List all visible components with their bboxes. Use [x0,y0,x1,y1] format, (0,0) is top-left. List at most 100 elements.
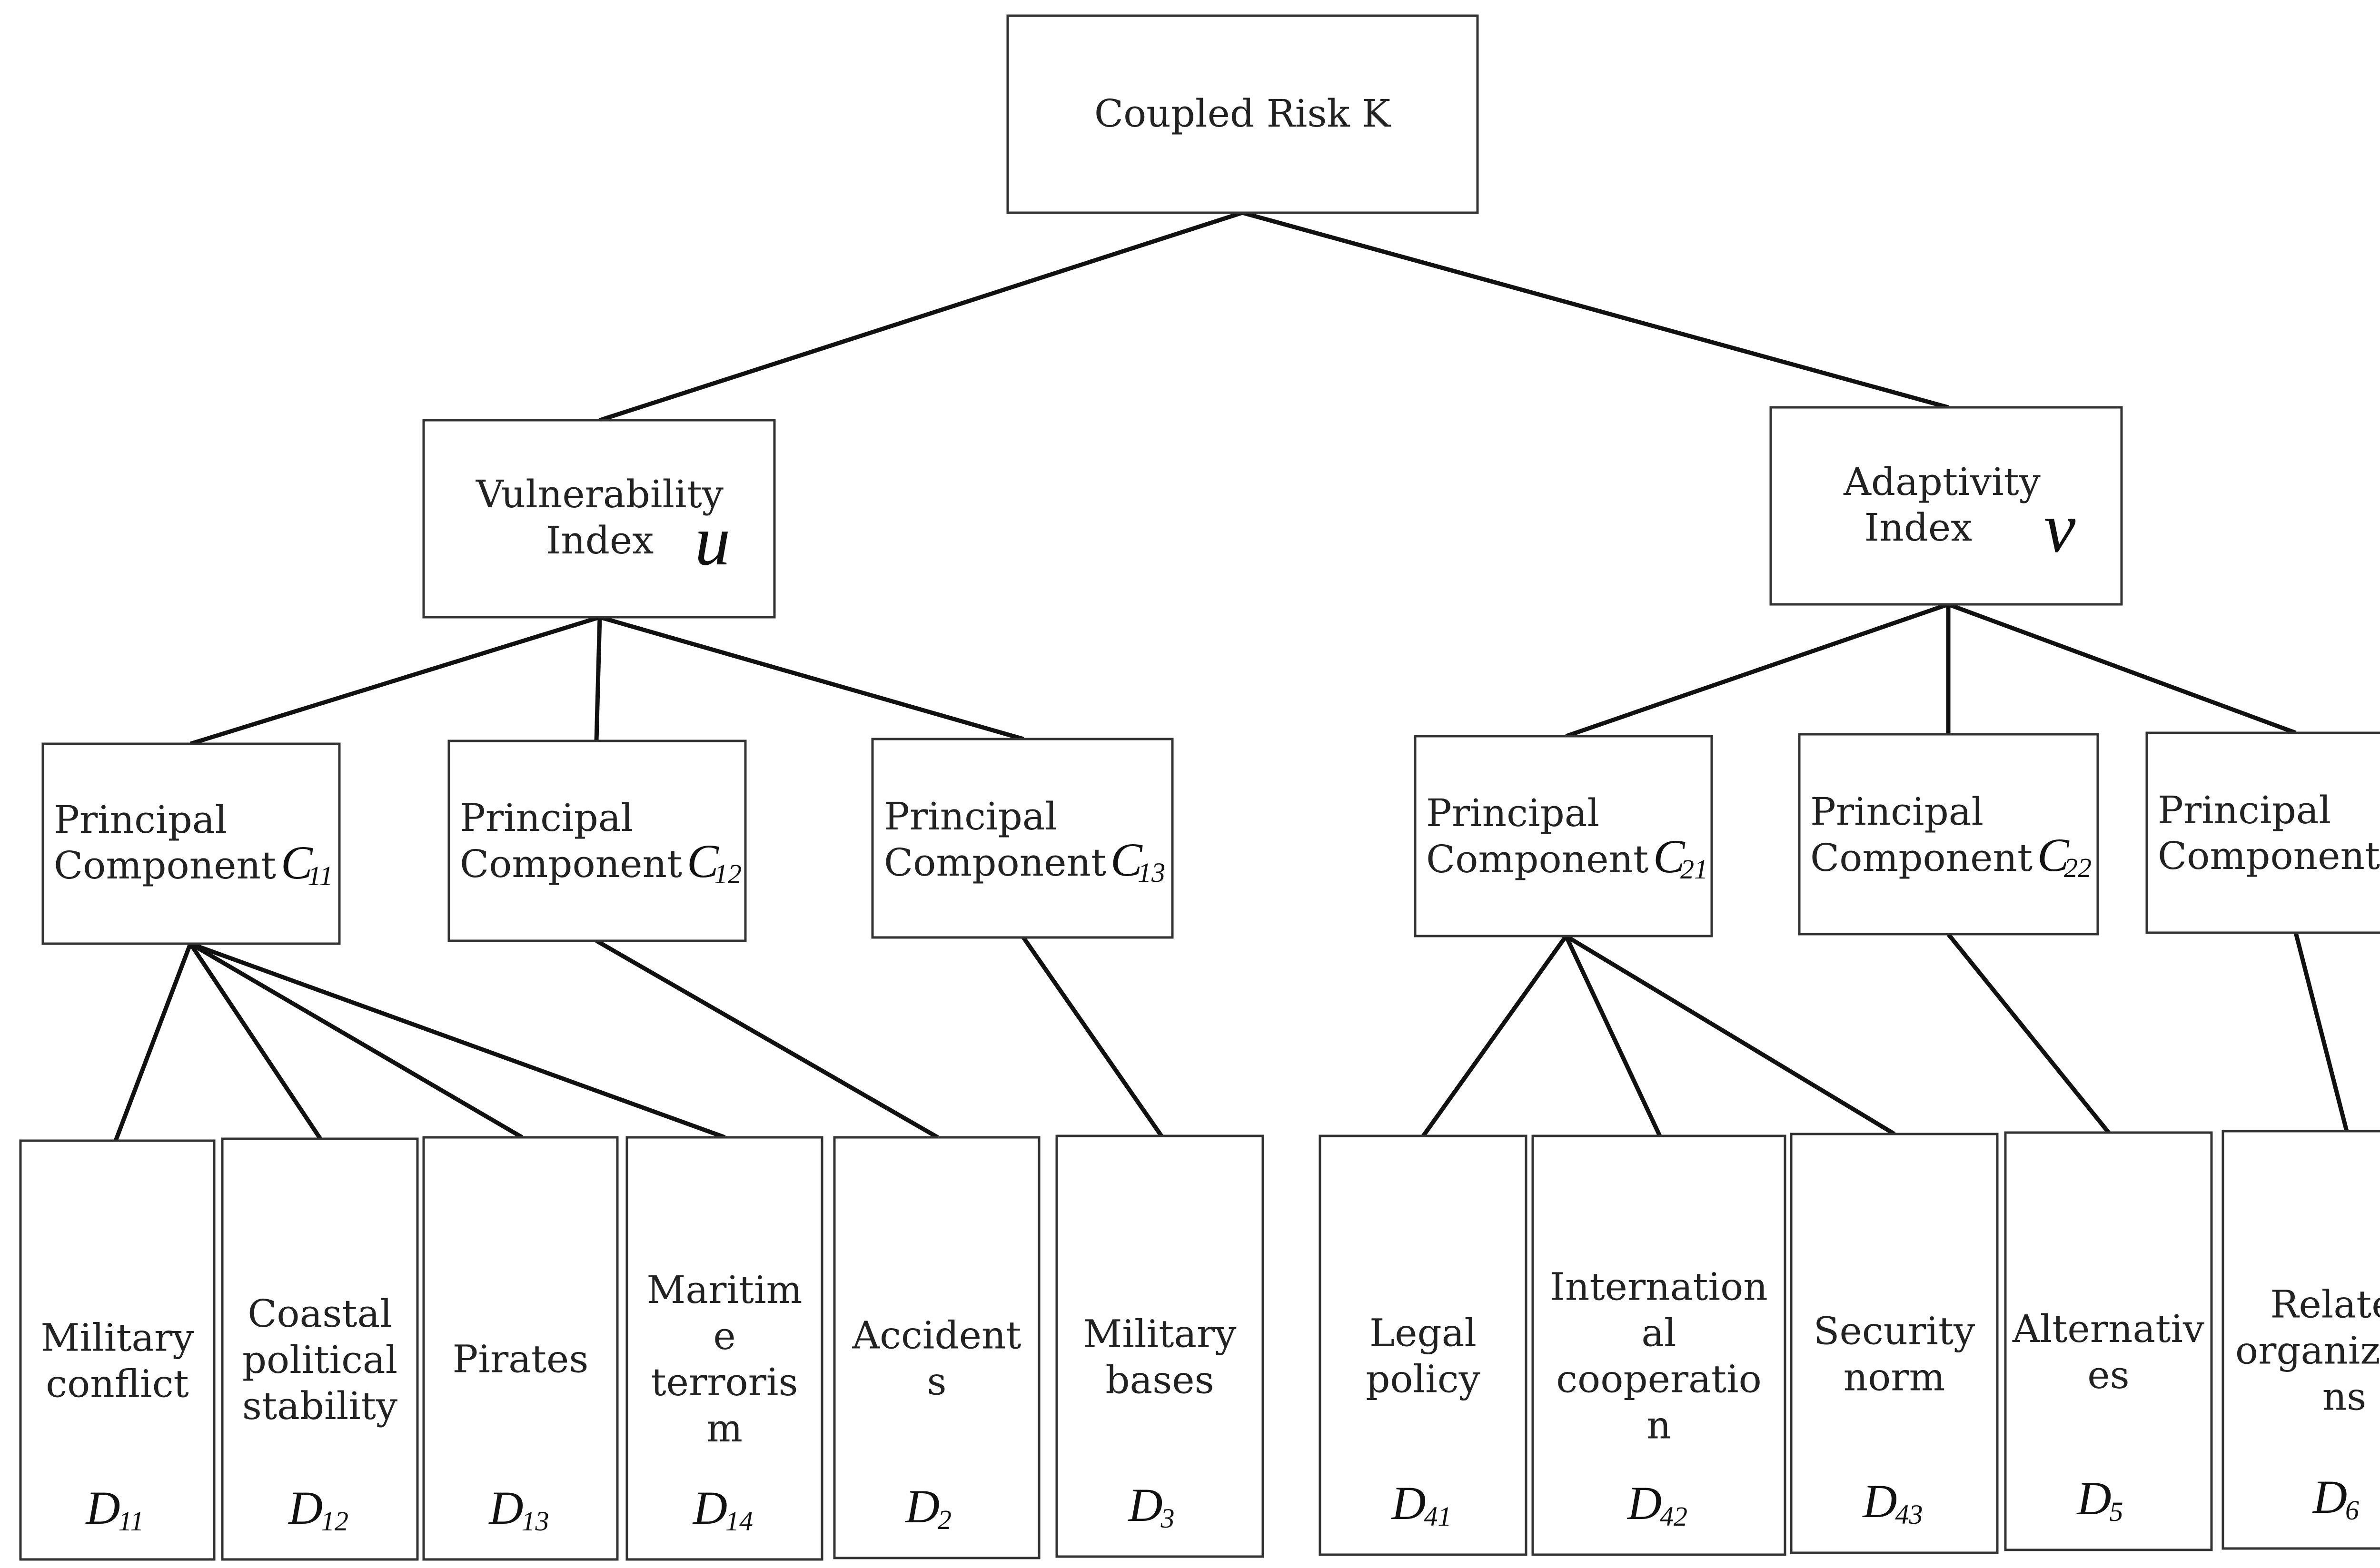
indicator-label-line: norm [1844,1355,1945,1400]
indicator-label-line: Military [41,1316,194,1360]
component-c12-symbol: C [687,835,719,888]
indicator-label-line: e [713,1314,735,1358]
component-c11-subscript: 11 [307,860,333,891]
edge-root-vulnerability [599,210,1243,423]
indicator-label-line: Military [1083,1312,1237,1356]
indicator-box [1790,1133,1999,1554]
indicator-symbol: D [2076,1472,2111,1525]
adaptivity-index-line2: Index [1864,505,1973,550]
indicator-label-line: terroris [651,1360,798,1404]
indicator-subscript: 12 [321,1506,348,1537]
indicator-symbol: D [1390,1477,1426,1529]
indicator-label-line: Related [2270,1282,2380,1326]
component-c21-symbol: C [1653,830,1686,883]
vulnerability-index-symbol: u [695,501,731,580]
indicator-box [2004,1131,2213,1551]
indicator-label-line: cooperatio [1556,1357,1762,1401]
indicator-label-line: Internation [1550,1265,1768,1309]
indicator-label-line: m [706,1406,743,1450]
indicator-symbol: D [904,1480,940,1533]
indicator-subscript: 14 [725,1506,753,1537]
edge-c11-d12 [188,942,322,1140]
component-c21: Principal Component C 21 [1414,735,1713,937]
component-c23: Principal Component C 23 [2145,731,2380,934]
edge-c11-d14 [189,941,726,1140]
component-c22-subscript: 22 [2064,852,2092,883]
edge-u-c11 [189,615,601,746]
indicator-subscript: 6 [2345,1495,2359,1526]
indicator-symbol: D [288,1481,323,1534]
component-c13-subscript: 13 [1138,857,1165,888]
indicator-row: MilitaryconflictD11Coastalpoliticalstabi… [19,1130,2380,1561]
indicator-label-line: al [1641,1311,1676,1355]
indicator-subscript: 2 [938,1504,952,1535]
component-c22-line1: Principal [1810,789,1983,834]
indicator-box [833,1136,1041,1559]
component-c13: Principal Component C 13 [871,738,1174,939]
indicator-label-line: policy [1366,1357,1480,1401]
edge-v-c21 [1565,602,1949,739]
indicator-box [2221,1130,2380,1550]
indicator-subscript: 11 [119,1506,144,1537]
edge-c11-d11 [113,943,193,1142]
indicator-symbol: D [2312,1470,2347,1523]
component-c22-symbol: C [2037,828,2070,881]
adaptivity-index-node: Adaptivity Index v [1769,406,2123,606]
component-c21-line1: Principal [1426,791,1599,835]
indicator-d6: RelatedorganizationsD6 [2221,1130,2380,1550]
edge-u-c13 [599,615,1024,741]
adaptivity-index-line1: Adaptivity [1843,460,2041,504]
component-c23-line1: Principal [2158,788,2331,832]
indicator-subscript: 41 [1424,1501,1452,1532]
root-label: Coupled Risk K [1094,91,1391,136]
indicator-subscript: 13 [522,1506,549,1537]
indicator-label-line: Maritim [646,1268,802,1312]
component-c11-symbol: C [281,836,313,889]
component-c13-line1: Principal [884,794,1057,838]
root-node: Coupled Risk K [1006,14,1479,214]
indicator-label-line: Accident [852,1313,1021,1358]
indicator-label-line: conflict [46,1362,188,1406]
indicator-label-line: stability [242,1384,397,1428]
component-c21-subscript: 21 [1680,854,1708,885]
component-c23-line2: Component [2158,834,2380,878]
edge-c12-d2 [595,939,939,1139]
component-c22-line2: Component [1810,836,2033,880]
vulnerability-index-line1: Vulnerability [476,472,724,516]
component-c12: Principal Component C 12 [447,740,747,942]
component-c11-line2: Component [54,843,276,888]
indicator-label-line: es [2087,1353,2129,1397]
indicator-label-line: bases [1105,1358,1214,1402]
edge-c21-d42 [1564,935,1662,1137]
indicator-box [221,1137,419,1561]
component-c22: Principal Component C 22 [1798,733,2099,936]
indicator-box [1055,1134,1264,1558]
component-c21-line2: Component [1426,837,1648,881]
component-c11-line1: Principal [54,798,227,842]
indicator-label-line: s [927,1360,946,1404]
component-c12-subscript: 12 [714,858,742,889]
indicator-subscript: 5 [2110,1496,2123,1527]
component-c13-line2: Component [884,840,1106,885]
edge-c11-d13 [189,942,524,1139]
adaptivity-index-symbol: v [2044,488,2076,567]
indicator-label-line: political [242,1338,397,1382]
indicator-label-line: Alternativ [2012,1307,2204,1351]
edge-c21-d43 [1565,934,1896,1136]
edge-v-c23 [1947,602,2297,735]
indicator-label-line: Coastal [248,1292,392,1336]
indicator-symbol: D [488,1481,523,1534]
indicator-box [625,1136,823,1561]
vulnerability-index-line2: Index [546,518,654,562]
edge-root-adaptivity [1241,210,1949,410]
indicator-subscript: 43 [1895,1499,1923,1530]
indicator-box [422,1136,619,1561]
